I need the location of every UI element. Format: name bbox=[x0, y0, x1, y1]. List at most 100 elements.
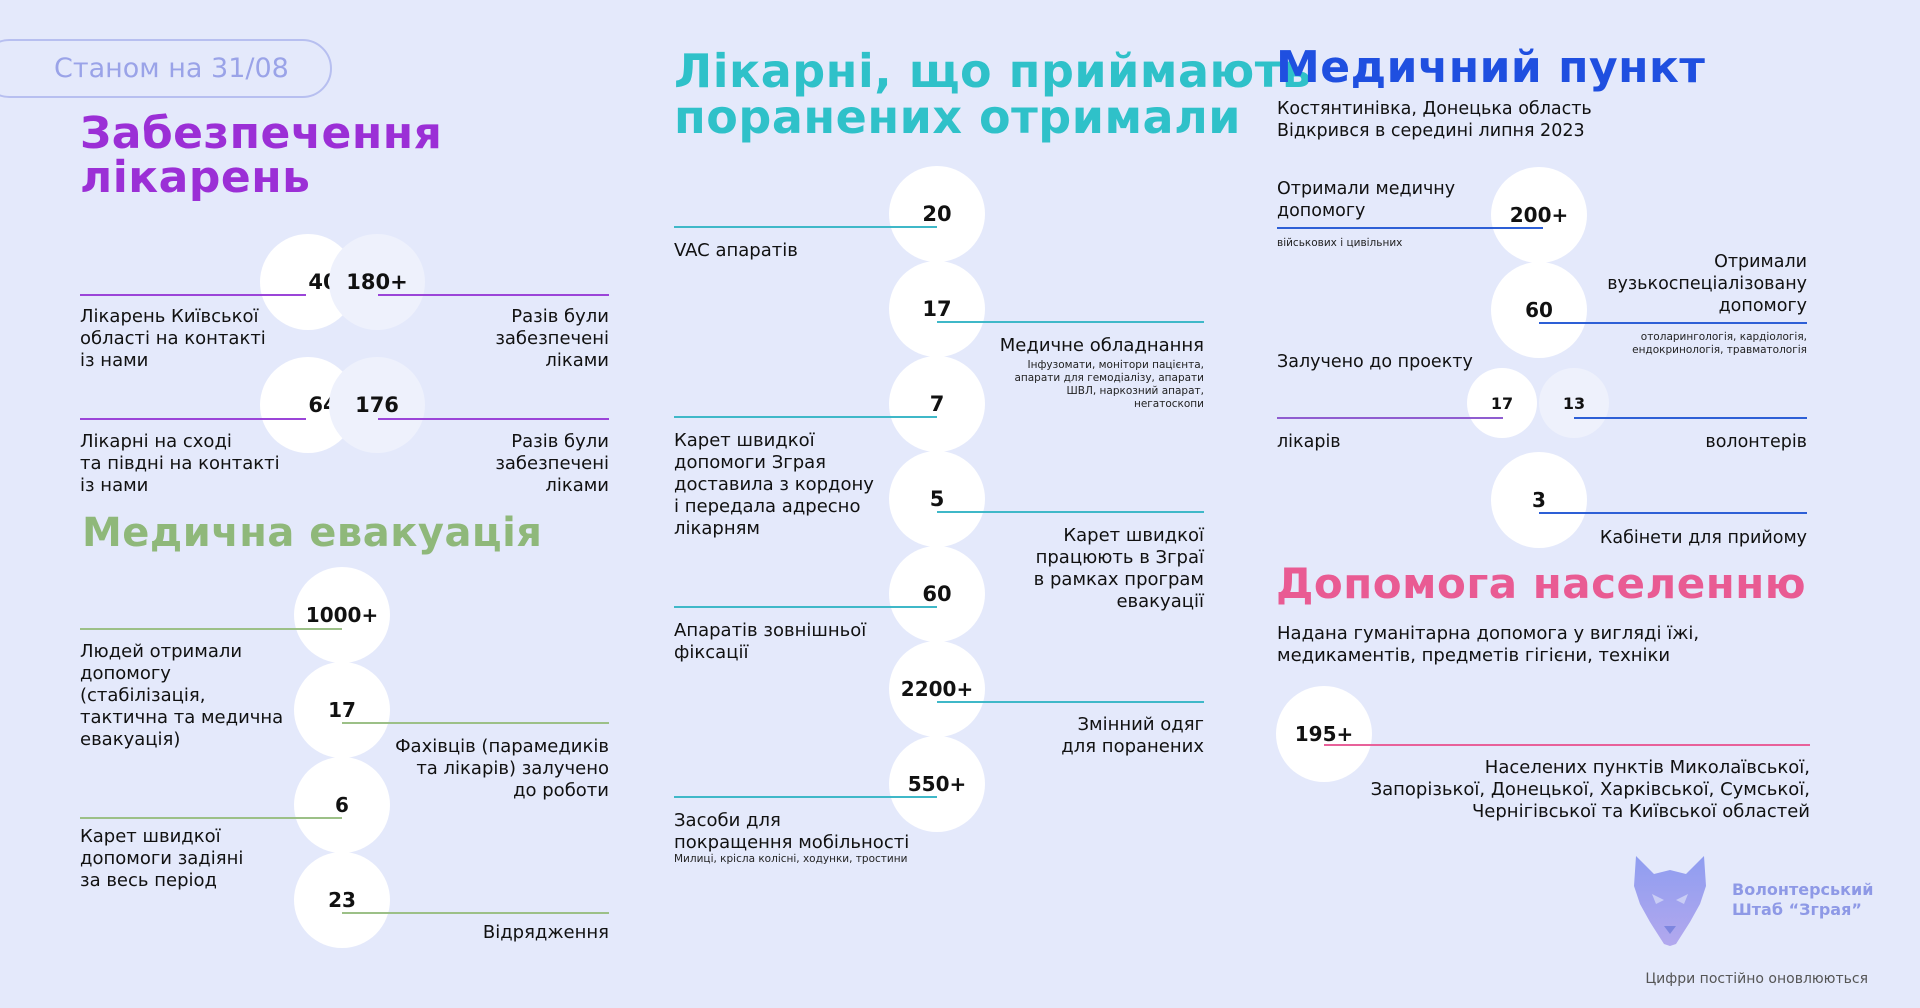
stat-line bbox=[937, 511, 1204, 513]
stat-line bbox=[80, 817, 342, 819]
stat-line bbox=[1324, 744, 1810, 746]
supply-title-line2: лікарень bbox=[80, 152, 311, 203]
stat-line bbox=[674, 416, 937, 418]
stat-value: 17 bbox=[1490, 393, 1514, 413]
hospital-stat-circle: 20 bbox=[889, 166, 985, 262]
aid-description: Надана гуманітарна допомога у вигляді їж… bbox=[1277, 623, 1700, 666]
aid-label: Населених пунктів Миколаївської,Запорізь… bbox=[1370, 757, 1810, 822]
stat-value: 7 bbox=[929, 392, 945, 416]
stat-line bbox=[1539, 512, 1807, 514]
stat-line bbox=[1277, 417, 1503, 419]
evac-stat-circle: 6 bbox=[294, 757, 390, 853]
stat-value: 6 bbox=[335, 793, 349, 817]
stat-note: отоларингологія, кардіологія,ендокриноло… bbox=[1632, 331, 1807, 356]
involved-label: Залучено до проекту bbox=[1277, 352, 1473, 372]
stat-line bbox=[342, 722, 609, 724]
stat-value: 1000+ bbox=[305, 603, 379, 627]
date-badge: Станом на 31/08 bbox=[0, 39, 332, 98]
supply-title: Забезпечення лікарень bbox=[80, 112, 442, 200]
stat-value: 550+ bbox=[907, 772, 967, 796]
hospitals-title-line1: Лікарні, що приймають bbox=[674, 44, 1312, 98]
stat-line bbox=[937, 321, 1204, 323]
aid-stat-circle: 195+ bbox=[1276, 686, 1372, 782]
stat-line bbox=[1539, 322, 1807, 324]
medpoint-title: Медичний пункт bbox=[1276, 42, 1706, 93]
aid-title: Допомога населенню bbox=[1276, 559, 1807, 608]
stat-value: 13 bbox=[1562, 393, 1586, 413]
medpoint-stat-circle: 60 bbox=[1491, 262, 1587, 358]
medpoint-stat-circle: 3 bbox=[1491, 452, 1587, 548]
volunteers-label: волонтерів bbox=[1705, 432, 1807, 452]
stat-line bbox=[80, 628, 342, 630]
hospitals-title: Лікарні, що приймають поранених отримали bbox=[674, 48, 1311, 140]
stat-label: Відрядження bbox=[482, 922, 609, 943]
stat-line bbox=[937, 701, 1204, 703]
volunteers-circle: 13 bbox=[1539, 368, 1609, 438]
evac-stat-circle: 1000+ bbox=[294, 567, 390, 663]
stat-value: 2200+ bbox=[900, 677, 974, 701]
hospital-stat-circle: 2200+ bbox=[889, 641, 985, 737]
stat-value: 5 bbox=[929, 487, 945, 511]
hospital-stat-circle: 60 bbox=[889, 546, 985, 642]
stat-line bbox=[342, 912, 609, 914]
stat-value: 17 bbox=[328, 698, 356, 722]
hospitals-title-line2: поранених отримали bbox=[674, 90, 1242, 144]
stat-value: 23 bbox=[328, 888, 356, 912]
stat-line bbox=[674, 606, 937, 608]
stat-value: 195+ bbox=[1294, 722, 1354, 746]
supply-stat-circle: 176 bbox=[329, 357, 425, 453]
footer-note: Цифри постійно оновлюються bbox=[1645, 971, 1868, 987]
stat-line bbox=[378, 418, 609, 420]
stat-note: Милиці, крісла колісні, ходунки, тростин… bbox=[674, 853, 908, 865]
stat-line bbox=[1574, 417, 1807, 419]
stat-label: VAC апаратів bbox=[674, 240, 798, 261]
hospital-stat-circle: 5 bbox=[889, 451, 985, 547]
wolf-icon bbox=[1630, 852, 1710, 947]
stat-line bbox=[80, 294, 306, 296]
stat-label: Медичне обладнання bbox=[999, 335, 1204, 356]
evac-stat-circle: 17 bbox=[294, 662, 390, 758]
doctors-label: лікарів bbox=[1277, 432, 1341, 452]
stat-line bbox=[378, 294, 609, 296]
doctors-circle: 17 bbox=[1467, 368, 1537, 438]
hospital-stat-circle: 17 bbox=[889, 261, 985, 357]
hospital-stat-circle: 7 bbox=[889, 356, 985, 452]
stat-line bbox=[1277, 227, 1543, 229]
medpoint-stat-circle: 200+ bbox=[1491, 167, 1587, 263]
stat-line bbox=[674, 796, 937, 798]
evac-stat-circle: 23 bbox=[294, 852, 390, 948]
supply-title-line1: Забезпечення bbox=[80, 108, 443, 159]
stat-note: військових і цивільних bbox=[1277, 237, 1403, 249]
hospital-stat-circle: 550+ bbox=[889, 736, 985, 832]
stat-value: 17 bbox=[922, 297, 952, 321]
stat-value: 200+ bbox=[1509, 203, 1569, 227]
stat-value: 180+ bbox=[346, 270, 408, 294]
stat-line bbox=[80, 418, 306, 420]
stat-label: Кабінети для прийому bbox=[1599, 528, 1807, 548]
stat-value: 60 bbox=[1525, 298, 1553, 322]
stat-value: 3 bbox=[1532, 488, 1546, 512]
stat-note: Інфузомати, монітори пацієнта,апарати дл… bbox=[1014, 359, 1204, 410]
supply-stat-circle: 180+ bbox=[329, 234, 425, 330]
stat-value: 20 bbox=[922, 202, 952, 226]
stat-line bbox=[674, 226, 937, 228]
stat-value: 60 bbox=[922, 582, 952, 606]
stat-value: 176 bbox=[355, 393, 399, 417]
evacuation-title: Медична евакуація bbox=[82, 510, 543, 556]
